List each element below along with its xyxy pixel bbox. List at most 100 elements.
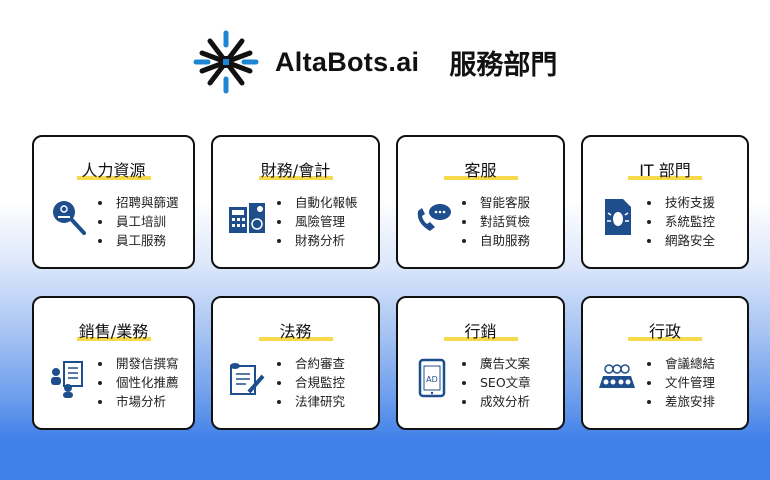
search-person-icon <box>53 201 86 235</box>
list-item: 員工培訓 <box>98 212 179 231</box>
list-item: 網路安全 <box>647 231 715 250</box>
list-item: 對話質檢 <box>462 212 530 231</box>
list-item: 市場分析 <box>98 392 179 411</box>
contract-sign-icon <box>230 363 265 395</box>
list-item: 法律研究 <box>277 392 345 411</box>
title-underline <box>443 337 518 341</box>
list-item: 員工服務 <box>98 231 179 250</box>
list-item: 自助服務 <box>462 231 530 250</box>
list-item: 成效分析 <box>462 392 531 411</box>
department-card: IT 部門 技術支援系統監控網路安全 <box>581 135 749 269</box>
bullet-icon <box>98 380 102 385</box>
bullet-icon <box>462 399 466 404</box>
title-underline <box>443 176 518 180</box>
department-name: 行政 <box>648 322 681 341</box>
phone-chat-icon <box>417 204 451 231</box>
department-title: 法務 <box>213 318 378 342</box>
bullet-icon <box>462 380 466 385</box>
tablet-ad-icon: AD <box>418 358 446 398</box>
bullet-icon <box>277 399 281 404</box>
department-name: 客服 <box>464 161 497 180</box>
title-underline <box>76 176 151 180</box>
list-item: 風險管理 <box>277 212 358 231</box>
bullet-icon <box>277 219 281 224</box>
department-name: 銷售/業務 <box>78 322 149 341</box>
bullet-icon <box>277 200 281 205</box>
bullet-icon <box>98 200 102 205</box>
department-name: 人力資源 <box>81 161 146 180</box>
header: AltaBots.ai 服務部門 <box>193 30 558 94</box>
service-label: 文件管理 <box>665 375 716 390</box>
service-list: 合約審查合規監控法律研究 <box>277 354 345 411</box>
sales-team-icon <box>51 361 83 398</box>
bullet-icon <box>98 219 102 224</box>
title-underline <box>76 337 151 341</box>
service-label: 財務分析 <box>295 233 346 248</box>
service-list: 會議總結文件管理差旅安排 <box>647 354 715 411</box>
department-card: 行政 會議總結文件管理差旅安排 <box>581 296 749 430</box>
list-item: 技術支援 <box>647 193 715 212</box>
department-name: 財務/會計 <box>260 161 331 180</box>
bug-document-icon <box>605 199 631 235</box>
service-label: 成效分析 <box>480 394 531 409</box>
list-item: 招聘與篩選 <box>98 193 179 212</box>
service-label: 員工培訓 <box>116 214 167 229</box>
title-underline <box>628 176 702 180</box>
list-item: 廣告文案 <box>462 354 531 373</box>
list-item: 開發信撰寫 <box>98 354 179 373</box>
department-title: IT 部門 <box>583 157 747 181</box>
department-name: IT 部門 <box>639 161 691 180</box>
department-title: 行政 <box>583 318 747 342</box>
bullet-icon <box>647 200 651 205</box>
department-card: 人力資源 招聘與篩選員工培訓員工服務 <box>32 135 195 269</box>
bullet-icon <box>98 361 102 366</box>
service-label: 合規監控 <box>295 375 346 390</box>
service-label: SEO文章 <box>480 375 531 390</box>
title-underline <box>258 176 333 180</box>
bullet-icon <box>98 399 102 404</box>
list-item: 系統監控 <box>647 212 715 231</box>
title-underline <box>258 337 333 341</box>
altabots-logo-icon <box>193 30 259 94</box>
department-card: 財務/會計 自動化報帳風險管理財務分析 <box>211 135 380 269</box>
department-name: 行銷 <box>464 322 497 341</box>
service-label: 會議總結 <box>665 356 716 371</box>
department-card: 客服 智能客服對話質檢自助服務 <box>396 135 565 269</box>
department-card: 行銷 AD 廣告文案 SEO文章成效分析 <box>396 296 565 430</box>
service-list: 技術支援系統監控網路安全 <box>647 193 715 250</box>
page-title: 服務部門 <box>449 49 558 81</box>
service-label: 自助服務 <box>480 233 531 248</box>
service-label: 差旅安排 <box>665 394 716 409</box>
service-label: 網路安全 <box>665 233 716 248</box>
service-label: 智能客服 <box>480 195 531 210</box>
department-title: 財務/會計 <box>213 157 378 181</box>
list-item: 自動化報帳 <box>277 193 358 212</box>
list-item: 個性化推薦 <box>98 373 179 392</box>
bullet-icon <box>98 238 102 243</box>
service-label: 市場分析 <box>116 394 167 409</box>
bullet-icon <box>277 380 281 385</box>
service-label: 廣告文案 <box>480 356 531 371</box>
brand-name: AltaBots.ai <box>275 46 420 77</box>
list-item: 合規監控 <box>277 373 345 392</box>
list-item: 文件管理 <box>647 373 715 392</box>
bullet-icon <box>462 219 466 224</box>
bullet-icon <box>647 219 651 224</box>
service-label: 員工服務 <box>116 233 167 248</box>
calculator-finance-icon <box>229 203 265 233</box>
department-title: 銷售/業務 <box>34 318 193 342</box>
list-item: 財務分析 <box>277 231 358 250</box>
meeting-group-icon <box>599 364 635 388</box>
service-list: 智能客服對話質檢自助服務 <box>462 193 530 250</box>
service-list: 廣告文案 SEO文章成效分析 <box>462 354 531 411</box>
bullet-icon <box>647 380 651 385</box>
service-label: 技術支援 <box>665 195 716 210</box>
bullet-icon <box>647 238 651 243</box>
list-item: 會議總結 <box>647 354 715 373</box>
bullet-icon <box>277 238 281 243</box>
list-item: SEO文章 <box>462 373 531 392</box>
bullet-icon <box>462 238 466 243</box>
service-label: 法律研究 <box>295 394 346 409</box>
department-name: 法務 <box>279 322 312 341</box>
bullet-icon <box>647 361 651 366</box>
